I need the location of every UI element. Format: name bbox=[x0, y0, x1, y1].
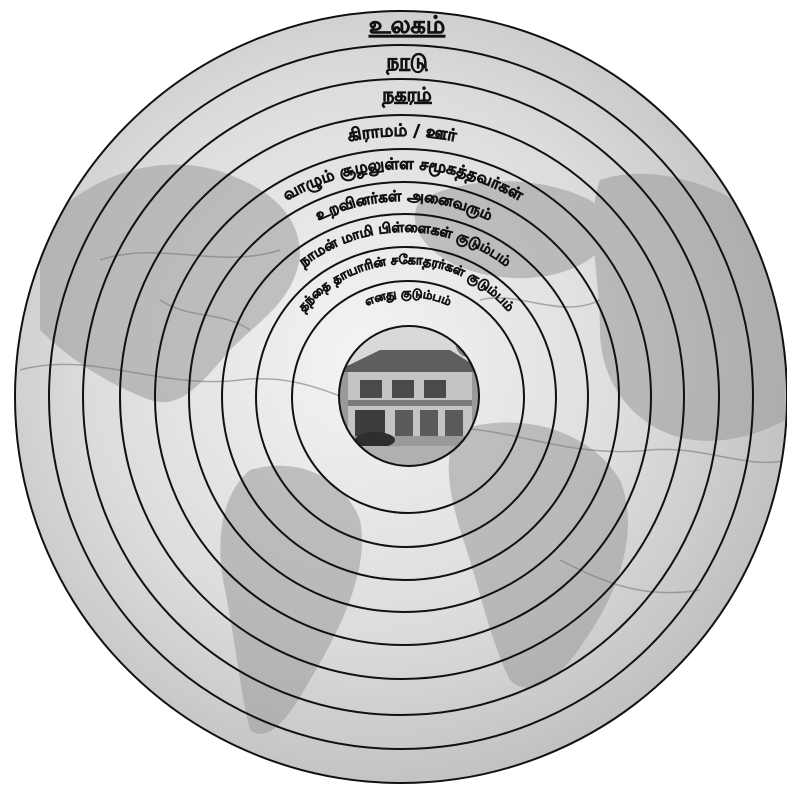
ring-label-2: நாடு bbox=[385, 49, 427, 75]
ring-label-3: நகரம் bbox=[381, 84, 431, 108]
ring-label-1: உலகம் bbox=[369, 11, 445, 39]
